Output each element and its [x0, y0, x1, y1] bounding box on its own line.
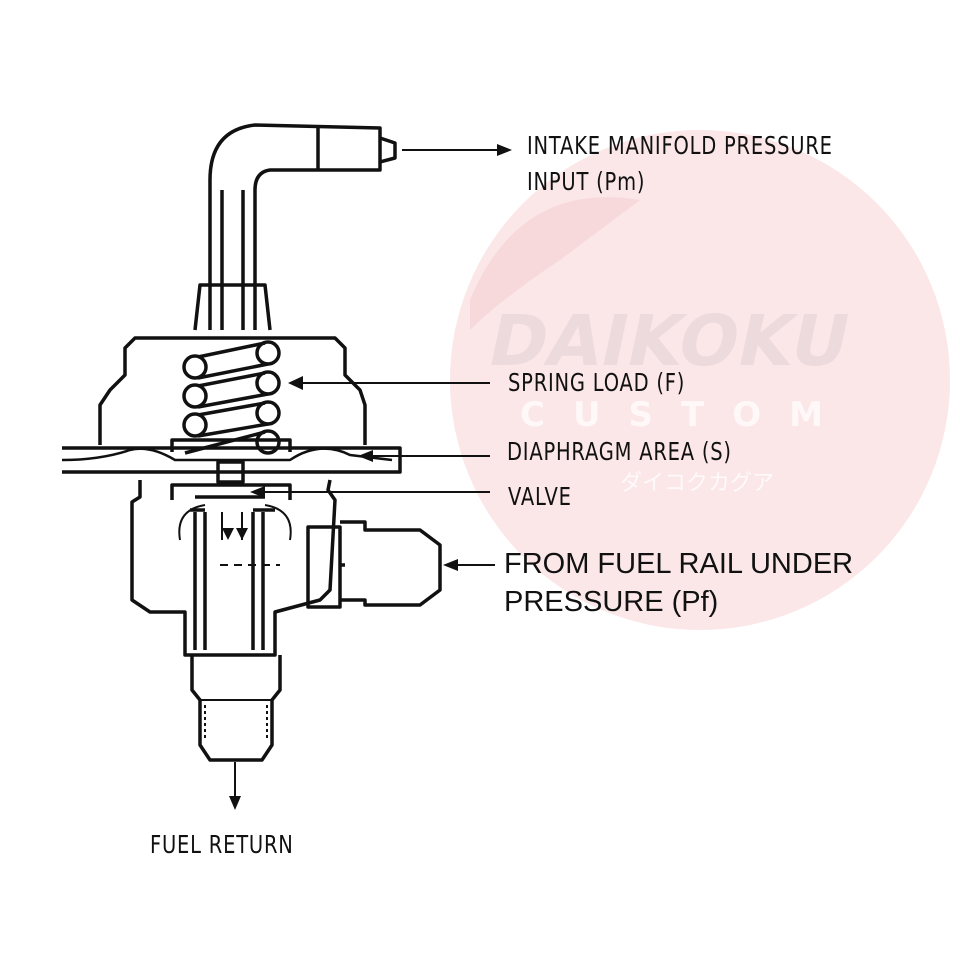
lower-body — [130, 479, 337, 657]
arrow-intake — [497, 144, 512, 156]
leader-lines — [234, 149, 500, 798]
return-fitting — [190, 655, 282, 762]
upper-housing — [61, 336, 402, 474]
label-intake-line2: INPUT (Pm) — [527, 167, 646, 196]
intake-hose — [193, 123, 397, 331]
label-intake-line1: INTAKE MANIFOLD PRESSURE — [527, 131, 833, 160]
label-diaphragm-area: DIAPHRAGM AREA (S) — [507, 437, 732, 466]
label-fuel-rail-line1: FROM FUEL RAIL UNDER — [504, 548, 854, 580]
arrowheads — [222, 144, 512, 810]
inlet-fitting — [306, 520, 442, 609]
arrow-spring — [288, 376, 303, 390]
arrow-fuel-rail — [443, 559, 458, 571]
label-fuel-return: FUEL RETURN — [150, 830, 294, 859]
arrow-valve — [250, 486, 265, 498]
arrow-diaphragm — [358, 450, 373, 462]
watermark-sub: CUSTOM — [520, 395, 851, 435]
arrow-fuel-return — [229, 796, 241, 810]
label-spring-load: SPRING LOAD (F) — [508, 368, 686, 397]
spring — [182, 340, 281, 455]
watermark-logo — [450, 130, 950, 630]
watermark-kana: ダイコクカグア — [620, 471, 775, 496]
label-valve: VALVE — [508, 482, 572, 511]
label-fuel-rail-line2: PRESSURE (Pf) — [504, 586, 719, 618]
